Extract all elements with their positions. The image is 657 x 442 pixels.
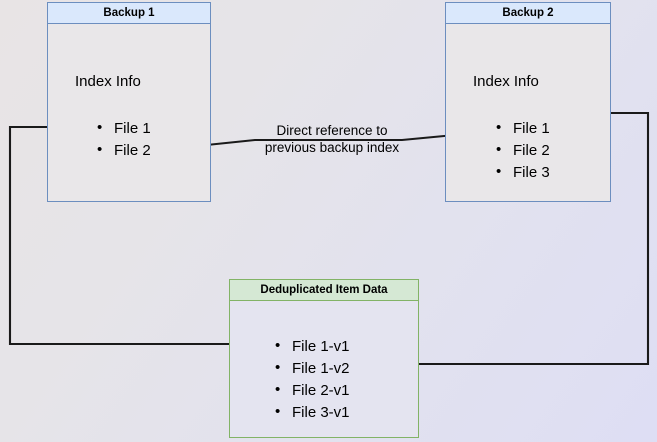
list-item: File 3-v1 [275,401,350,424]
node-backup-1[interactable]: Backup 1 Index Info File 1 File 2 [47,2,211,202]
dedup-file-list: File 1-v1 File 1-v2 File 2-v1 File 3-v1 [275,335,350,424]
list-item: File 2 [97,139,151,162]
edge-label-line-1: Direct reference to [276,123,388,138]
edge-label-line-2: previous backup index [264,140,400,155]
backup-1-header: Backup 1 [48,3,210,24]
edge-label-direct-reference: Direct reference to previous backup inde… [250,122,414,156]
node-backup-2[interactable]: Backup 2 Index Info File 1 File 2 File 3 [445,2,611,202]
list-item: File 2-v1 [275,379,350,402]
list-item: File 1-v1 [275,335,350,358]
list-item: File 3 [496,161,550,184]
backup-2-body: Index Info File 1 File 2 File 3 [446,24,610,201]
list-item: File 1 [496,117,550,140]
backup-1-index-info-label: Index Info [75,73,141,90]
list-item: File 1 [97,117,151,140]
backup-2-header: Backup 2 [446,3,610,24]
dedup-body: File 1-v1 File 1-v2 File 2-v1 File 3-v1 [230,301,418,437]
node-deduplicated-item-data[interactable]: Deduplicated Item Data File 1-v1 File 1-… [229,279,419,438]
backup-1-file-list: File 1 File 2 [97,117,151,162]
backup-1-body: Index Info File 1 File 2 [48,24,210,201]
backup-2-file-list: File 1 File 2 File 3 [496,117,550,184]
list-item: File 1-v2 [275,357,350,380]
backup-2-index-info-label: Index Info [473,73,539,90]
list-item: File 2 [496,139,550,162]
dedup-header: Deduplicated Item Data [230,280,418,301]
